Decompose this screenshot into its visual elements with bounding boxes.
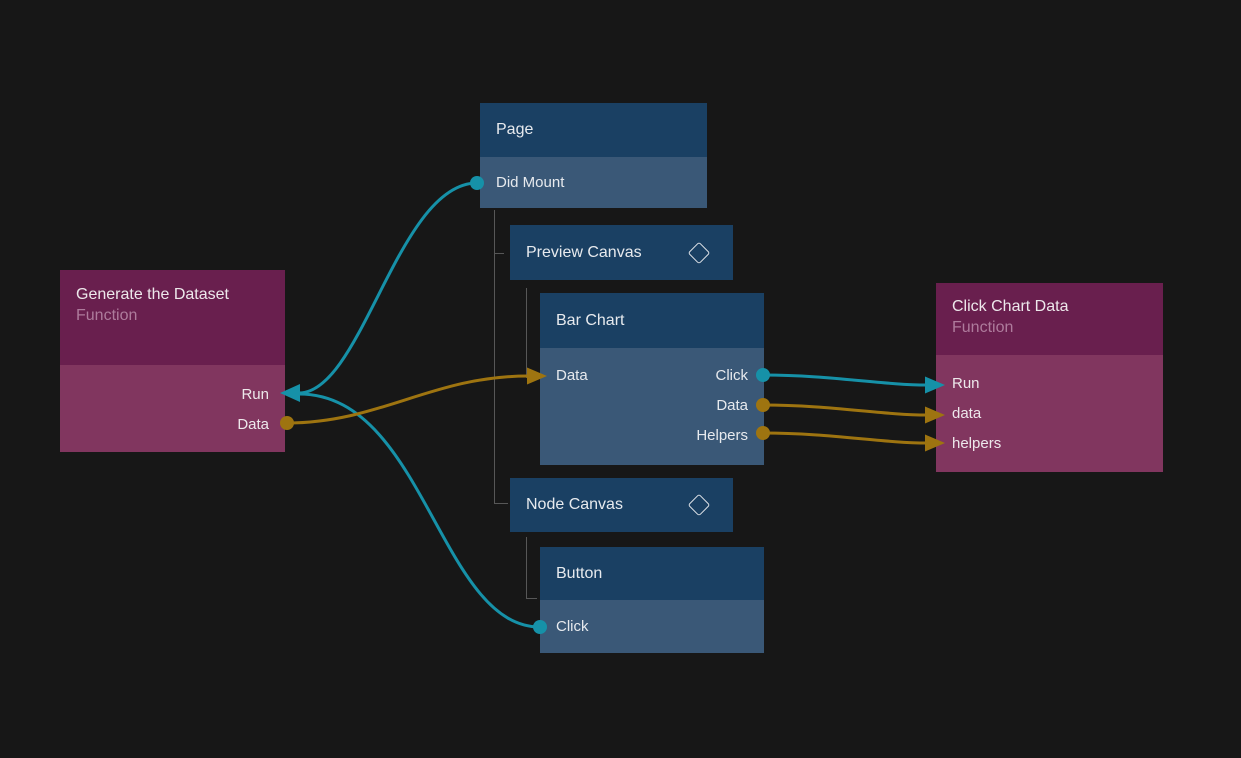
wire-didmount-to-run[interactable] xyxy=(299,183,477,393)
port-dot-barchart-data[interactable] xyxy=(756,398,770,412)
wire-barcharthelpers-to-helpers[interactable] xyxy=(763,433,927,443)
arrowhead-barchart-data-in[interactable] xyxy=(527,368,547,385)
wire-buttonclick-to-run[interactable] xyxy=(299,394,540,627)
port-dot-generate-data[interactable] xyxy=(280,416,294,430)
tree-line-nodecanvas-button xyxy=(527,537,538,599)
arrowhead-ccd-data-in[interactable] xyxy=(925,407,945,424)
arrowhead-run-in[interactable] xyxy=(280,384,300,402)
port-dot-didmount[interactable] xyxy=(470,176,484,190)
wire-barchartclick-to-run[interactable] xyxy=(763,375,927,385)
wire-barchartdata-to-data[interactable] xyxy=(763,405,927,415)
port-dot-buttonclick[interactable] xyxy=(533,620,547,634)
port-dot-barchart-helpers[interactable] xyxy=(756,426,770,440)
tree-line-page-children xyxy=(495,210,509,504)
port-dot-barchart-click[interactable] xyxy=(756,368,770,382)
tree-line-preview-barchart xyxy=(527,288,538,378)
arrowhead-ccd-run-in[interactable] xyxy=(925,377,945,394)
arrowhead-ccd-helpers-in[interactable] xyxy=(925,435,945,452)
